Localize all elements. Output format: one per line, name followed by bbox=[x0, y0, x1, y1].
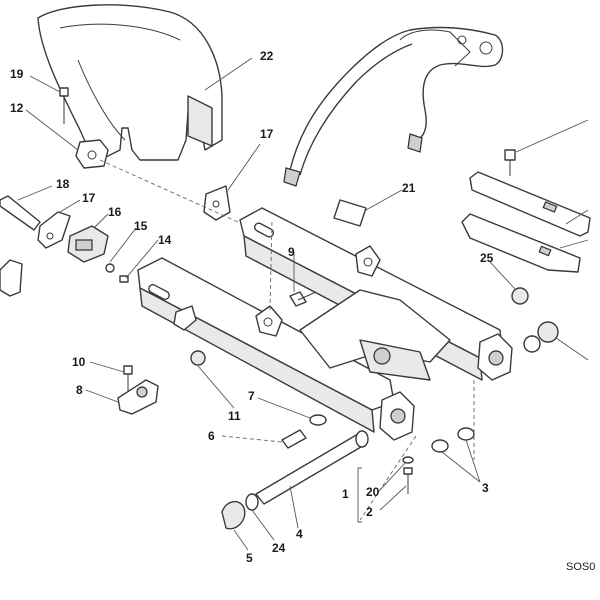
callout-6: 6 bbox=[208, 429, 215, 443]
leader-lines bbox=[17, 57, 589, 551]
callout-17-left: 17 bbox=[82, 191, 96, 205]
callout-7: 7 bbox=[248, 389, 255, 403]
rear-subframe bbox=[283, 26, 504, 187]
callout-5: 5 bbox=[246, 551, 253, 565]
callout-12: 12 bbox=[10, 101, 24, 115]
reference-code: SOS0 bbox=[566, 561, 595, 573]
callout-2: 2 bbox=[366, 505, 373, 519]
lower-parts bbox=[117, 365, 475, 530]
callout-11: 11 bbox=[228, 409, 241, 423]
callout-19: 19 bbox=[10, 67, 24, 81]
callout-18: 18 bbox=[56, 177, 70, 191]
callout-21: 21 bbox=[402, 181, 416, 195]
callout-8: 8 bbox=[76, 383, 83, 397]
callout-17-upper: 17 bbox=[260, 127, 274, 141]
callout-9: 9 bbox=[288, 245, 295, 259]
chain-guide-parts bbox=[461, 149, 591, 273]
callout-labels: 22 19 12 17 21 18 17 16 15 14 9 25 10 8 … bbox=[10, 49, 595, 573]
callout-25: 25 bbox=[480, 251, 494, 265]
callout-15: 15 bbox=[134, 219, 148, 233]
callout-14: 14 bbox=[158, 233, 172, 247]
callout-1: 1 bbox=[342, 487, 349, 501]
callout-4: 4 bbox=[296, 527, 303, 541]
swingarm bbox=[137, 207, 513, 441]
callout-16: 16 bbox=[108, 205, 122, 219]
callout-24: 24 bbox=[272, 541, 286, 555]
callout-3: 3 bbox=[482, 481, 489, 495]
left-small-parts bbox=[0, 87, 559, 366]
callout-22: 22 bbox=[260, 49, 274, 63]
rear-mudguard bbox=[37, 4, 223, 169]
callout-20: 20 bbox=[366, 485, 380, 499]
callout-10: 10 bbox=[72, 355, 86, 369]
